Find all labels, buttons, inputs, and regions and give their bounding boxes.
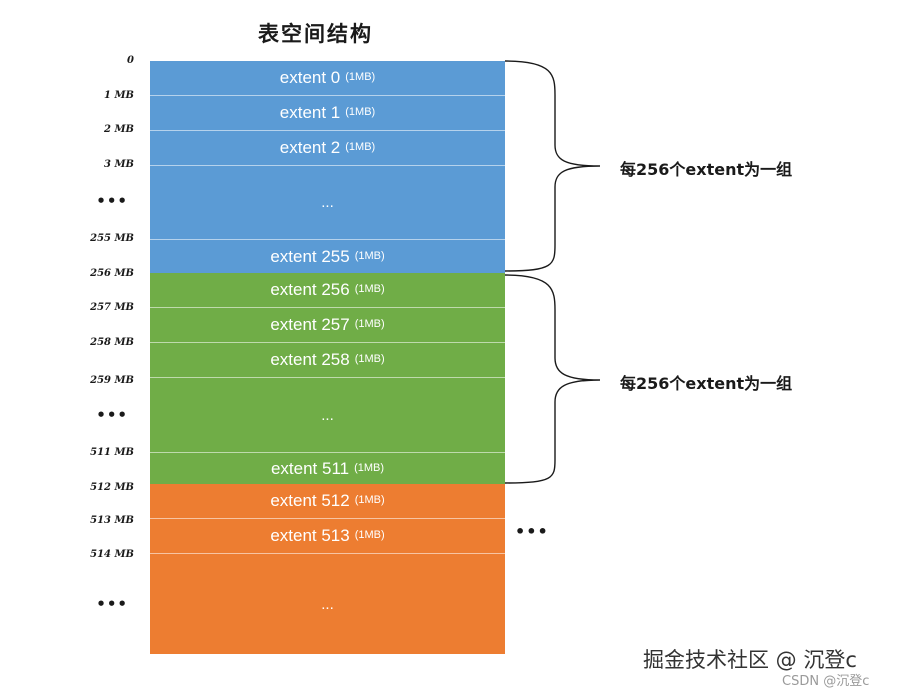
mb-label-255: 255 MB [90, 233, 134, 244]
mb-label-ellipsis-1: ••• [96, 192, 128, 210]
mb-label-511: 511 MB [90, 447, 134, 458]
extent-size: (1MB) [345, 141, 376, 153]
group-brace-1 [504, 60, 601, 272]
extent-ellipsis: ... [321, 595, 334, 613]
group-label-2: 每256个extent为一组 [620, 374, 793, 393]
extent-name: extent 512 [270, 491, 350, 510]
extent-row-258: extent 258 (1MB) [150, 343, 505, 378]
mb-label-2: 2 MB [104, 124, 134, 135]
extent-row-0: extent 0 (1MB) [150, 61, 505, 96]
extent-size: (1MB) [345, 106, 376, 118]
extent-name: extent 256 [270, 280, 350, 299]
mb-label-0: 0 [127, 55, 134, 66]
group-label-1: 每256个extent为一组 [620, 160, 793, 179]
continuation-ellipsis: ••• [515, 522, 549, 541]
extent-size: (1MB) [354, 529, 385, 541]
mb-label-512: 512 MB [90, 482, 134, 493]
extent-size: (1MB) [354, 318, 385, 330]
extent-row-1: extent 1 (1MB) [150, 96, 505, 131]
mb-label-1: 1 MB [104, 90, 134, 101]
mb-label-257: 257 MB [90, 302, 134, 313]
extent-name: extent 1 [279, 103, 341, 122]
extent-name: extent 0 [279, 68, 341, 87]
extent-size: (1MB) [354, 494, 385, 506]
extent-row-512: extent 512 (1MB) [150, 484, 505, 519]
extent-row-ellipsis-2: ... [150, 378, 505, 453]
mb-label-3: 3 MB [104, 159, 134, 170]
extent-name: extent 258 [270, 350, 350, 369]
watermark-text: 掘金技术社区 @ 沉登c [643, 648, 857, 672]
extent-name: extent 2 [279, 138, 341, 157]
extent-name: extent 255 [270, 246, 350, 266]
group-brace-2 [504, 274, 601, 484]
extent-row-511: extent 511 (1MB) [150, 453, 505, 484]
extent-row-2: extent 2 (1MB) [150, 131, 505, 166]
mb-label-259: 259 MB [90, 375, 134, 386]
mb-label-256: 256 MB [90, 268, 134, 279]
extent-size: (1MB) [354, 353, 385, 365]
mb-label-ellipsis-3: ••• [96, 595, 128, 613]
extent-size: (1MB) [354, 461, 385, 474]
mb-label-258: 258 MB [90, 337, 134, 348]
diagram-title: 表空间结构 [258, 22, 373, 46]
extent-row-513: extent 513 (1MB) [150, 519, 505, 554]
extent-row-256: extent 256 (1MB) [150, 273, 505, 308]
extent-size: (1MB) [354, 283, 385, 295]
extent-size: (1MB) [354, 249, 385, 262]
mb-label-ellipsis-2: ••• [96, 406, 128, 424]
extent-name: extent 511 [270, 458, 350, 478]
mb-label-514: 514 MB [90, 549, 134, 560]
extent-ellipsis: ... [321, 194, 334, 211]
tablespace-extent-table: extent 0 (1MB) extent 1 (1MB) extent 2 (… [150, 61, 505, 654]
watermark-small-text: CSDN @沉登c [782, 674, 870, 689]
extent-row-ellipsis-3: ... [150, 554, 505, 654]
extent-row-255: extent 255 (1MB) [150, 240, 505, 273]
extent-row-257: extent 257 (1MB) [150, 308, 505, 343]
mb-label-513: 513 MB [90, 515, 134, 526]
extent-size: (1MB) [345, 71, 376, 83]
extent-ellipsis: ... [321, 406, 334, 424]
extent-name: extent 513 [270, 526, 350, 545]
extent-row-ellipsis-1: ... [150, 166, 505, 240]
extent-name: extent 257 [270, 315, 350, 334]
